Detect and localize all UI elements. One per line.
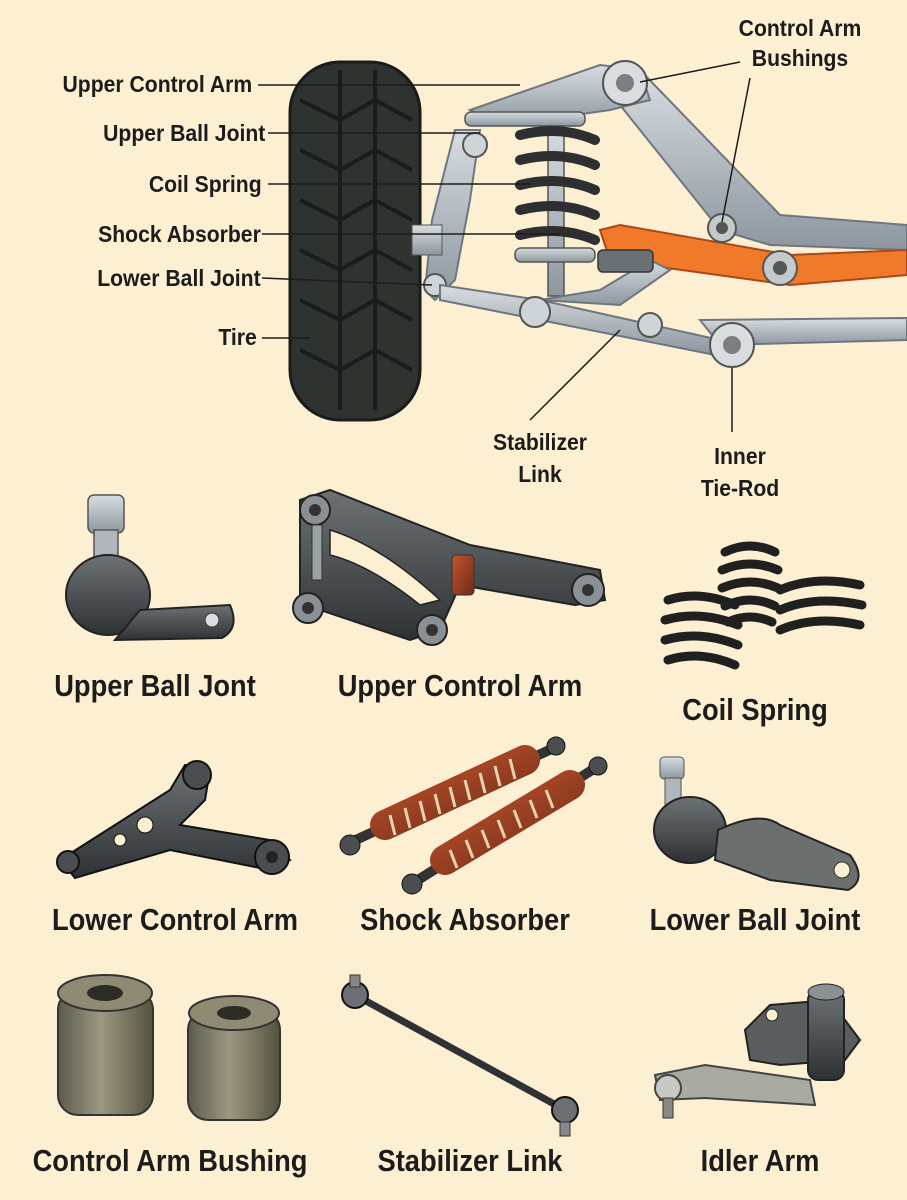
callout-upper-control-arm: Upper Control Arm: [62, 71, 252, 97]
lower-links-shape: [439, 249, 755, 368]
label-idler-arm: Idler Arm: [700, 1143, 820, 1178]
assembly-frame: [598, 68, 907, 347]
lower-ball-joint-part: [653, 756, 860, 892]
callout-control-arm-bushings-line1: Control Arm: [738, 15, 862, 41]
label-stabilizer-link: Stabilizer Link: [377, 1143, 563, 1178]
control-arm-bushing-part: [57, 974, 281, 1121]
callout-control-arm-bushings-line2: Bushings: [751, 45, 849, 71]
callout-stabilizer-link-line1: Stabilizer: [492, 429, 588, 455]
callout-tire: Tire: [218, 324, 257, 350]
callout-shock-absorber: Shock Absorber: [98, 221, 261, 247]
callout-inner-tie-rod: Inner Tie-Rod: [670, 442, 810, 502]
callout-inner-tie-rod-line1: Inner: [714, 443, 766, 469]
label-upper-ball-joint: Upper Ball Jont: [54, 668, 256, 703]
callout-stabilizer-link: Stabilizer Link: [460, 428, 620, 488]
idler-arm-part: [653, 983, 862, 1119]
coil-spring-shape: [464, 111, 600, 297]
upper-ball-joint-part: [65, 494, 235, 642]
callout-inner-tie-rod-line2: Tie-Rod: [700, 475, 780, 501]
label-shock-absorber: Shock Absorber: [360, 902, 570, 937]
callout-coil-spring: Coil Spring: [149, 171, 262, 197]
callout-stabilizer-link-line2: Link: [518, 461, 562, 487]
lower-control-arm-part: [56, 760, 292, 880]
label-upper-control-arm: Upper Control Arm: [337, 668, 583, 703]
label-control-arm-bushing: Control Arm Bushing: [32, 1143, 308, 1178]
callout-control-arm-bushings: Control Arm Bushings: [705, 14, 895, 72]
callout-lower-ball-joint: Lower Ball Joint: [97, 265, 261, 291]
shock-absorber-part: [339, 736, 608, 895]
tire-shape: [288, 60, 443, 422]
label-coil-spring: Coil Spring: [682, 692, 828, 727]
label-lower-ball-joint: Lower Ball Joint: [649, 902, 861, 937]
upper-control-arm-part: [292, 488, 607, 646]
coil-spring-part: [660, 541, 867, 670]
callout-upper-ball-joint: Upper Ball Joint: [102, 120, 265, 146]
label-lower-control-arm: Lower Control Arm: [51, 902, 299, 937]
leader-lines: [258, 61, 751, 432]
stabilizer-link-part: [341, 974, 579, 1137]
